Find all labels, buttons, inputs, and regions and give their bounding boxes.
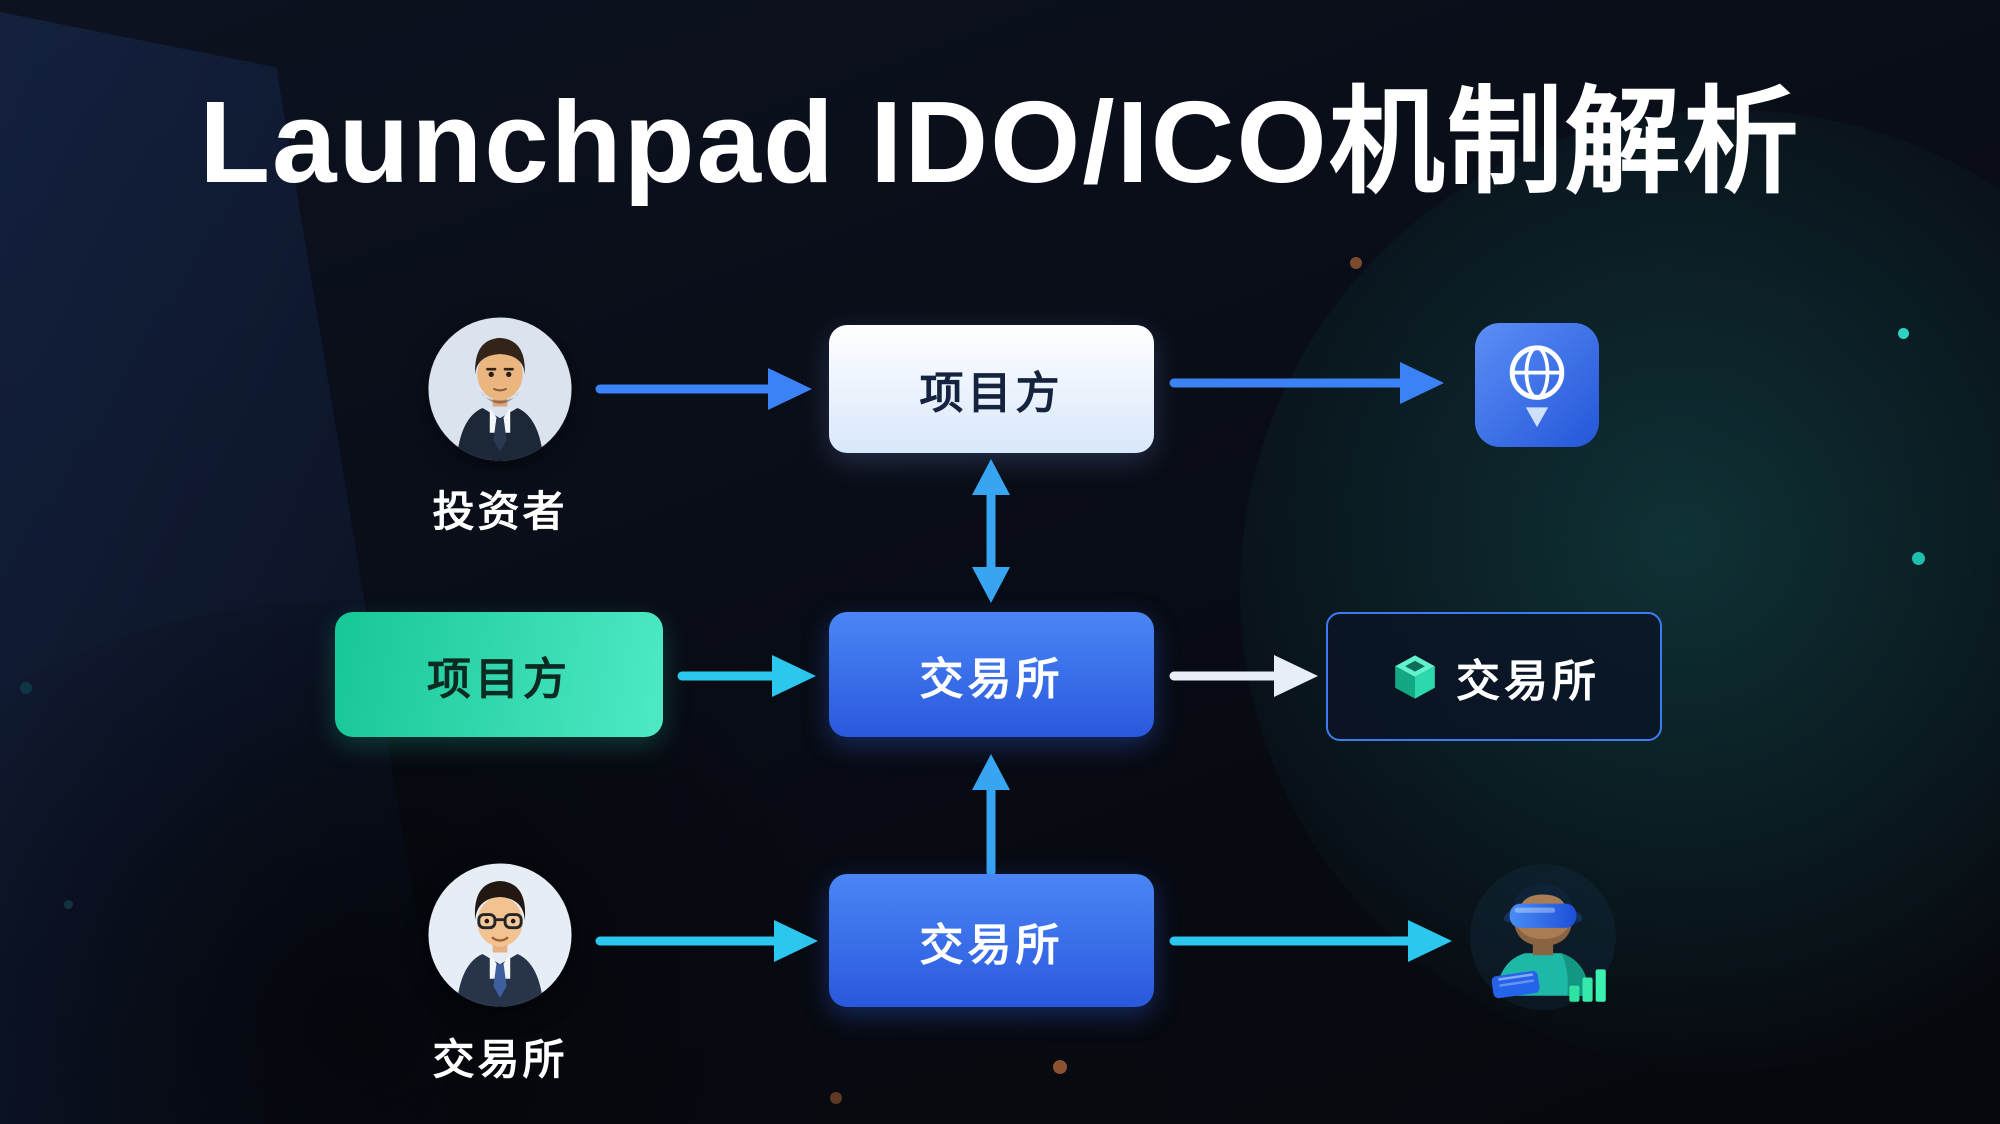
arrow-exchange-to-listed (1169, 655, 1318, 697)
project-box-green: 项目方 (335, 612, 663, 737)
exchange-avatar-label: 交易所 (432, 1036, 568, 1083)
arrow-exchangeavatar-to-box (595, 920, 818, 962)
globe-icon (1473, 323, 1601, 447)
decor-dot (20, 682, 32, 694)
decor-dot (64, 900, 73, 909)
decor-dot (1898, 328, 1909, 339)
project-box-top-label: 项目方 (919, 369, 1064, 418)
listed-exchange-label: 交易所 (1456, 656, 1600, 706)
arrow-greenproject-to-exchange (677, 655, 816, 697)
exchange-avatar (427, 862, 573, 1008)
arrow-investor-to-project (595, 368, 812, 410)
decor-dot (1912, 552, 1925, 565)
exchange-box-middle-label: 交易所 (919, 654, 1064, 704)
exchange-avatar-illustration (428, 863, 572, 1007)
exchange-box-bottom: 交易所 (829, 874, 1154, 1007)
arrow-bottomexchange-up (972, 754, 1010, 877)
project-box-top: 项目方 (829, 325, 1154, 453)
decor-dot (1350, 257, 1362, 269)
exchange-box-middle: 交易所 (829, 612, 1154, 737)
background-teal-glow (1240, 110, 2000, 1070)
investor-avatar (427, 316, 573, 462)
vr-analyst-icon (1462, 856, 1624, 1018)
investor-avatar-illustration (428, 317, 572, 461)
decor-dot (830, 1092, 842, 1104)
listed-exchange-box: 交易所 (1326, 612, 1662, 741)
page-title: Launchpad IDO/ICO机制解析 (199, 77, 1801, 207)
project-box-green-label: 项目方 (427, 654, 571, 704)
arrow-project-exchange-bidirectional (972, 459, 1010, 603)
cube-logo-graphic (1395, 654, 1435, 699)
arrow-project-to-globe (1169, 362, 1444, 404)
cube-logo-icon (1388, 650, 1442, 704)
arrow-exchange-to-analyst (1169, 920, 1452, 962)
decor-dot (1053, 1060, 1067, 1074)
globe-icon-graphic (1475, 323, 1599, 447)
exchange-box-bottom-label: 交易所 (919, 920, 1064, 970)
vr-analyst-graphic (1470, 864, 1616, 1010)
investor-label: 投资者 (432, 488, 568, 535)
